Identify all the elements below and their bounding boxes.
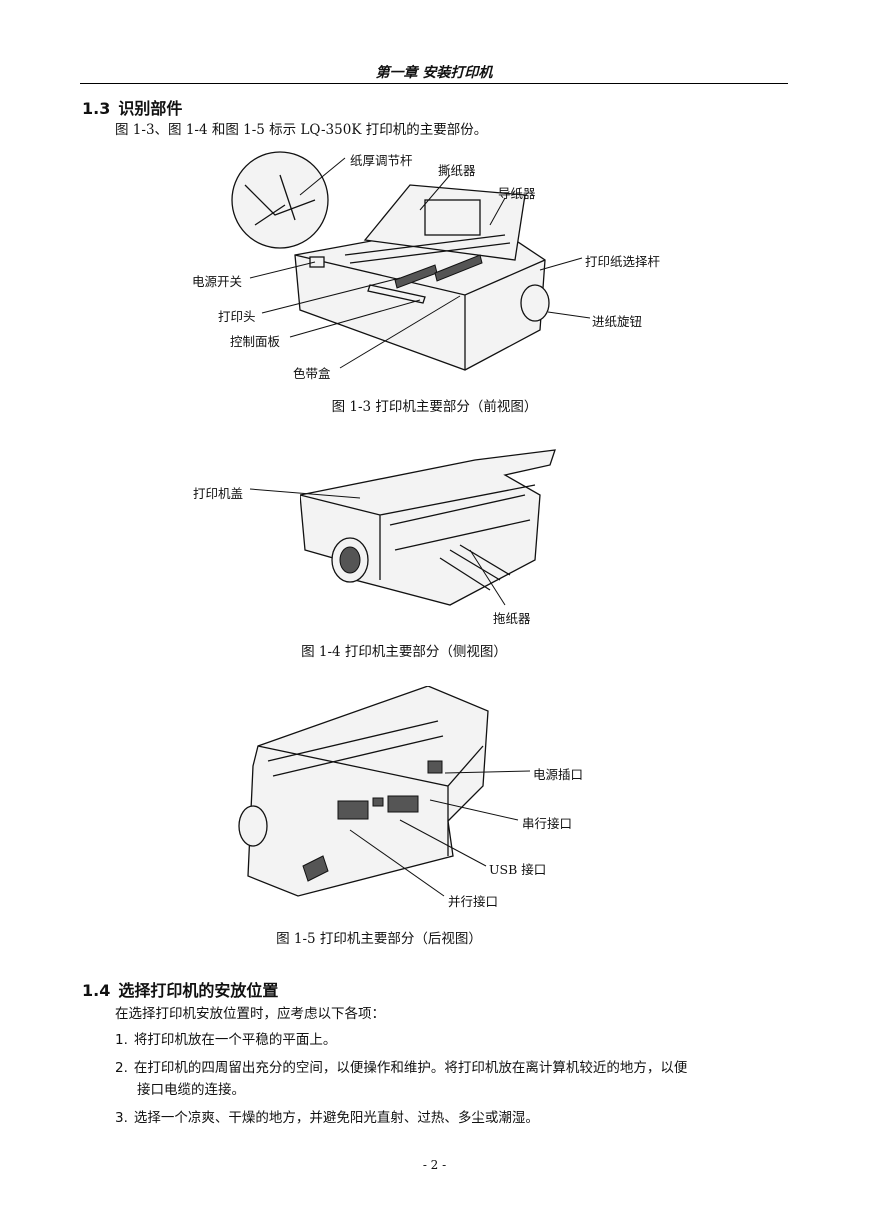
label-control-panel: 控制面板 — [230, 334, 281, 349]
section-heading-1-4: 1.4 选择打印机的安放位置 — [82, 977, 278, 1001]
list-number: 3. — [115, 1110, 128, 1126]
label-paper-release-lever: 打印纸选择杆 — [585, 254, 661, 269]
section-number: 1.3 — [82, 99, 111, 118]
figure-1-4-caption: 图 1-4 打印机主要部分（侧视图） — [301, 644, 507, 660]
list-item: 1. 将打印机放在一个平稳的平面上。 — [115, 1029, 795, 1051]
side-view-leader-lines — [249, 488, 506, 606]
label-tear-off: 撕纸器 — [438, 163, 476, 178]
list-item: 3. 选择一个凉爽、干燥的地方，并避免阳光直射、过热、多尘或潮湿。 — [115, 1107, 795, 1129]
label-ribbon-cartridge: 色带盒 — [293, 366, 331, 381]
rear-view-illustration — [238, 686, 489, 897]
list-item: 2. 在打印机的四周留出充分的空间，以便操作和维护。将打印机放在离计算机较近的地方… — [115, 1057, 795, 1101]
label-print-head: 打印头 — [218, 309, 256, 324]
label-knob: 进纸旋钮 — [592, 314, 643, 329]
list-text: 在打印机的四周留出充分的空间，以便操作和维护。将打印机放在离计算机较近的地方，以… — [133, 1060, 688, 1076]
list-text: 将打印机放在一个平稳的平面上。 — [133, 1032, 337, 1048]
front-view-illustration — [231, 151, 550, 371]
list-number: 2. — [115, 1060, 128, 1076]
running-header: 第一章 安装打印机 — [375, 65, 493, 81]
list-text: 选择一个凉爽、干燥的地方，并避免阳光直射、过热、多尘或潮湿。 — [133, 1110, 539, 1126]
section-title: 识别部件 — [118, 99, 183, 118]
label-power-switch: 电源开关 — [192, 274, 243, 289]
section-heading-1-3: 1.3 识别部件 — [82, 95, 182, 119]
label-power-inlet: 电源插口 — [533, 767, 584, 782]
section-1-4-intro: 在选择打印机安放位置时，应考虑以下各项： — [115, 1006, 385, 1022]
label-paper-guide: 导纸器 — [498, 186, 536, 201]
label-serial-interface: 串行接口 — [522, 816, 573, 831]
rear-view-leader-lines — [349, 770, 531, 897]
list-number: 1. — [115, 1032, 128, 1048]
label-printer-cover: 打印机盖 — [193, 486, 244, 501]
figure-1-3-caption: 图 1-3 打印机主要部分（前视图） — [331, 399, 538, 415]
header-rule — [80, 83, 788, 84]
list-text-continuation: 接口电缆的连接。 — [137, 1082, 245, 1098]
label-usb-interface: USB 接口 — [489, 862, 547, 877]
figure-1-5-caption: 图 1-5 打印机主要部分（后视图） — [276, 931, 482, 947]
section-title: 选择打印机的安放位置 — [118, 981, 279, 1000]
section-number: 1.4 — [82, 981, 111, 1000]
page-number: - 2 - — [422, 1158, 447, 1172]
label-tractor: 拖纸器 — [493, 611, 531, 626]
front-view-leader-lines — [249, 157, 591, 369]
label-paper-thickness-lever: 纸厚调节杆 — [350, 153, 413, 168]
section-intro: 图 1-3、图 1-4 和图 1-5 标示 LQ-350K 打印机的主要部份。 — [115, 122, 488, 138]
label-parallel-interface: 并行接口 — [448, 894, 499, 909]
side-view-illustration — [300, 449, 556, 606]
